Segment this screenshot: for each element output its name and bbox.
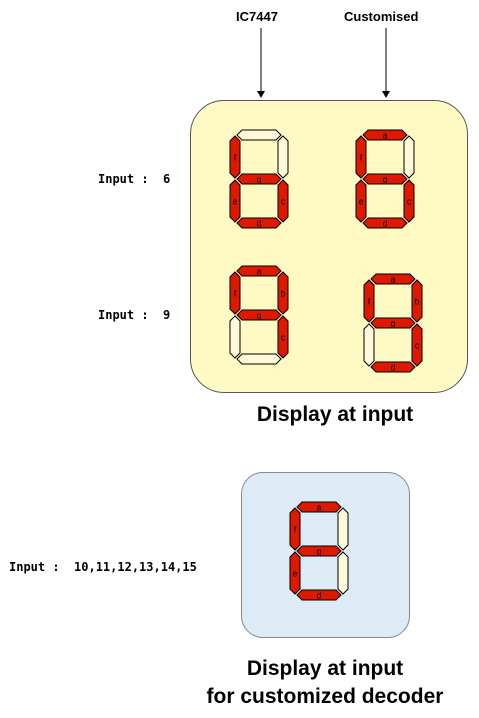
segment-g-lit	[362, 173, 408, 185]
segment-f-lit	[355, 135, 367, 179]
display-at-input-caption: Display at input	[256, 403, 414, 426]
segment-a-lit	[236, 265, 282, 277]
segment-c-letter: c	[281, 333, 286, 343]
segment-b-unlit	[277, 135, 289, 179]
segment-f-letter: f	[234, 289, 237, 299]
seven-segment-display-ic7447-9: a g f b c	[229, 265, 289, 365]
segment-e-unlit	[229, 315, 241, 359]
segment-a-letter: a	[316, 503, 321, 513]
input-9-label: Input : 9	[98, 308, 171, 322]
segment-a-lit	[296, 501, 342, 513]
segment-b-lit	[277, 271, 289, 315]
segment-g-lit	[236, 309, 282, 321]
segment-e-unlit	[363, 323, 375, 367]
segment-g-letter: g	[382, 175, 387, 185]
segment-d-letter: d	[316, 591, 321, 601]
segment-c-lit	[403, 179, 415, 223]
segment-d-letter: d	[382, 219, 387, 229]
segment-d-lit	[370, 361, 416, 373]
segment-b-letter: b	[280, 289, 285, 299]
segment-b-unlit	[403, 135, 415, 179]
segment-g-letter: g	[256, 175, 261, 185]
segment-a-letter: a	[382, 131, 387, 141]
segment-f-lit	[229, 271, 241, 315]
segment-c-lit	[277, 315, 289, 359]
segment-g-letter: g	[256, 311, 261, 321]
segment-a-unlit	[236, 129, 282, 141]
segment-c-lit	[277, 179, 289, 223]
segment-a-letter: a	[256, 267, 261, 277]
seven-segment-display-ic7447-6: g d f e c	[229, 129, 289, 229]
segment-e-letter: e	[292, 569, 297, 579]
segment-f-letter: f	[360, 153, 363, 163]
segment-b-unlit	[337, 507, 349, 551]
segment-c-letter: c	[407, 197, 412, 207]
segment-a-lit	[362, 129, 408, 141]
segment-e-lit	[355, 179, 367, 223]
customized-caption-line2: for customized decoder	[206, 685, 444, 708]
segment-b-lit	[411, 279, 423, 323]
customized-caption-line1: Display at input	[246, 657, 404, 680]
segment-e-lit	[289, 551, 301, 595]
segment-a-lit	[370, 273, 416, 285]
segment-c-lit	[411, 323, 423, 367]
seven-segment-display-custom-10-15: a g d f e	[289, 501, 349, 601]
customised-label: Customised	[344, 9, 419, 24]
segment-e-letter: e	[358, 197, 363, 207]
segment-d-lit	[236, 217, 282, 229]
segment-f-lit	[289, 507, 301, 551]
segment-f-letter: f	[368, 297, 371, 307]
segment-d-letter: d	[256, 219, 261, 229]
ic7447-label: IC7447	[236, 9, 278, 24]
seven-segment-display-custom-6: a g d f e c	[355, 129, 415, 229]
segment-f-lit	[363, 279, 375, 323]
segment-d-letter: d	[390, 363, 395, 373]
segment-e-letter: e	[232, 197, 237, 207]
segment-g-lit	[370, 317, 416, 329]
segment-f-letter: f	[294, 525, 297, 535]
segment-f-lit	[229, 135, 241, 179]
segment-c-unlit	[337, 551, 349, 595]
segment-g-letter: g	[390, 319, 395, 329]
segment-d-lit	[296, 589, 342, 601]
segment-c-letter: c	[415, 341, 420, 351]
segment-g-lit	[236, 173, 282, 185]
segment-a-letter: a	[390, 275, 395, 285]
segment-g-letter: g	[316, 547, 321, 557]
segment-f-letter: f	[234, 153, 237, 163]
segment-g-lit	[296, 545, 342, 557]
segment-c-letter: c	[281, 197, 286, 207]
segment-d-lit	[362, 217, 408, 229]
input-6-label: Input : 6	[98, 172, 171, 186]
segment-d-unlit	[236, 353, 282, 365]
seven-segment-display-custom-9: a g d f b c	[363, 273, 423, 373]
segment-e-lit	[229, 179, 241, 223]
input-range-label: Input : 10,11,12,13,14,15	[9, 560, 197, 574]
segment-b-letter: b	[414, 297, 419, 307]
